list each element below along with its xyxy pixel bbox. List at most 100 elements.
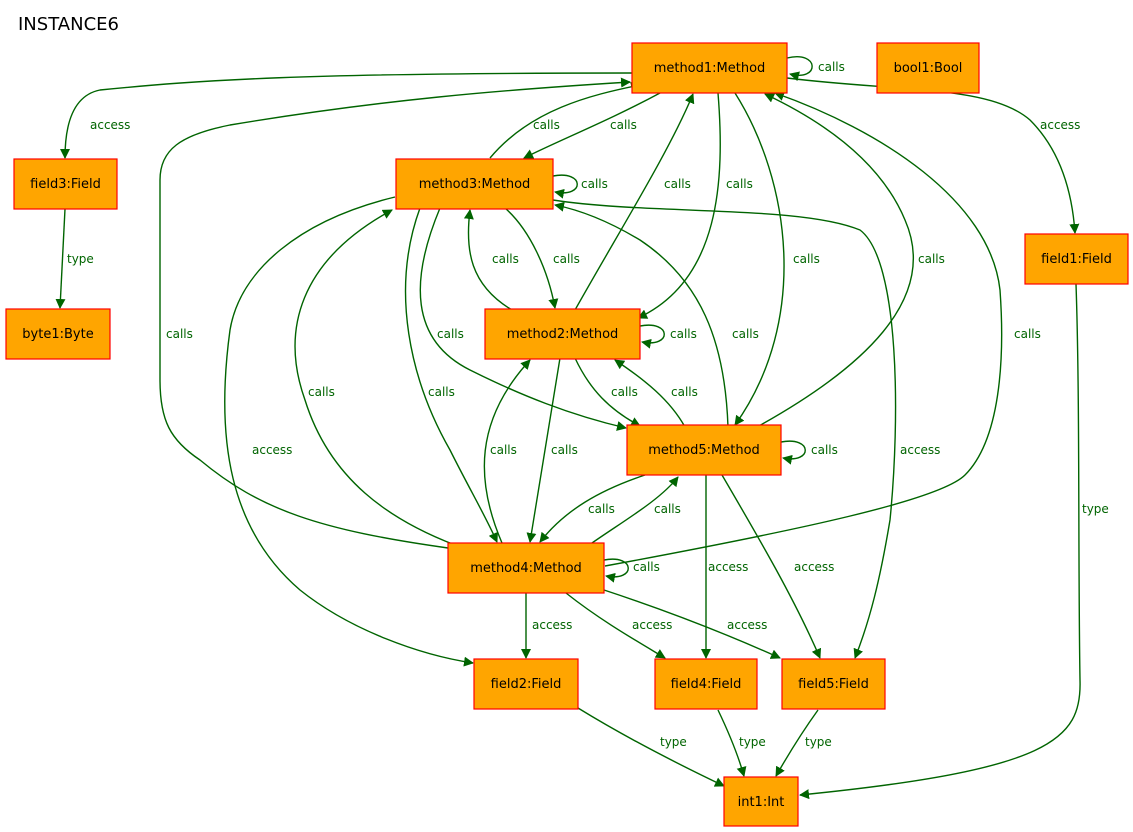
node-int1[interactable]: int1:Int <box>723 776 799 827</box>
node-label: method2:Method <box>507 327 619 342</box>
edge-field5-int1: type <box>775 709 832 777</box>
edge-label: access <box>794 560 834 574</box>
edge-method5-method2: calls <box>614 359 698 428</box>
node-bool1[interactable]: bool1:Bool <box>876 42 980 94</box>
edge-label: calls <box>581 177 608 191</box>
node-label: field1:Field <box>1041 252 1112 267</box>
edges: calls access access calls calls calls ca… <box>55 56 1109 800</box>
edge-method1-field3: access <box>60 72 633 159</box>
edge-label: calls <box>654 502 681 516</box>
edge-method2-method1: calls <box>574 93 695 311</box>
edge-method4-method5: calls <box>591 476 681 544</box>
edge-method1-field1: access <box>786 77 1080 234</box>
edge-method5-method3: calls <box>554 201 759 428</box>
edge-method2-method3: calls <box>463 209 519 311</box>
edge-method2-method5: calls <box>574 357 641 427</box>
edge-label: access <box>727 618 767 632</box>
edge-label: calls <box>1014 327 1041 341</box>
edge-label: access <box>708 560 748 574</box>
edge-label: calls <box>732 327 759 341</box>
edge-method3-method3: calls <box>552 174 608 199</box>
edge-label: type <box>805 735 832 749</box>
node-method4[interactable]: method4:Method <box>447 542 605 594</box>
node-field1[interactable]: field1:Field <box>1024 233 1129 285</box>
edge-method1-method3: calls <box>523 92 661 159</box>
edge-method1-method1: calls <box>786 56 845 82</box>
node-label: int1:Int <box>738 795 785 810</box>
edge-label: access <box>532 618 572 632</box>
edge-method4-method1-left: calls <box>159 77 631 549</box>
node-field5[interactable]: field5:Field <box>781 658 886 710</box>
node-byte1[interactable]: byte1:Byte <box>5 308 111 360</box>
edge-label: access <box>90 118 130 132</box>
node-label: method3:Method <box>419 177 531 192</box>
edge-method4-field4: access <box>565 592 672 659</box>
edge-method4-field2: access <box>521 593 572 659</box>
nodes: method1:Method bool1:Bool field3:Field m… <box>5 42 1129 827</box>
edge-label: calls <box>664 177 691 191</box>
edge-method3-method1: calls <box>489 81 641 159</box>
node-label: bool1:Bool <box>894 61 963 76</box>
edge-label: calls <box>811 443 838 457</box>
node-label: method4:Method <box>470 561 582 576</box>
node-label: field2:Field <box>491 677 562 692</box>
edge-label: calls <box>166 327 193 341</box>
edge-label: calls <box>611 385 638 399</box>
edge-method3-method5: calls <box>419 207 627 431</box>
edge-method5-field5: access <box>721 474 834 659</box>
node-method5[interactable]: method5:Method <box>626 424 782 476</box>
edge-label: access <box>252 443 292 457</box>
edge-label: calls <box>610 118 637 132</box>
edge-method4-method4: calls <box>603 558 660 583</box>
edge-method4-method3: calls <box>294 209 456 546</box>
edge-label: calls <box>308 385 335 399</box>
edge-label: calls <box>633 560 660 574</box>
node-method2[interactable]: method2:Method <box>484 308 641 360</box>
node-label: method1:Method <box>654 61 766 76</box>
edge-method4-method2: calls <box>483 359 531 544</box>
node-label: field3:Field <box>30 177 101 192</box>
edge-label: calls <box>671 385 698 399</box>
edge-label: calls <box>588 502 615 516</box>
edge-method3-field2: access <box>224 196 474 667</box>
edge-label: calls <box>490 443 517 457</box>
edge-method1-method5: calls <box>734 92 820 426</box>
edge-label: calls <box>553 252 580 266</box>
edge-label: access <box>900 443 940 457</box>
node-field4[interactable]: field4:Field <box>654 658 758 710</box>
edge-method3-method2: calls <box>504 207 580 309</box>
edge-label: calls <box>551 443 578 457</box>
edge-method5-method4: calls <box>539 474 646 543</box>
edge-label: calls <box>428 385 455 399</box>
node-label: field5:Field <box>798 677 869 692</box>
node-label: byte1:Byte <box>22 327 93 342</box>
edge-label: type <box>739 735 766 749</box>
edge-method5-method1: calls <box>756 93 945 428</box>
edge-label: access <box>632 618 672 632</box>
edge-label: type <box>67 252 94 266</box>
node-method1[interactable]: method1:Method <box>631 42 788 94</box>
edge-method2-method2: calls <box>639 324 697 349</box>
edge-label: access <box>1040 118 1080 132</box>
node-method3[interactable]: method3:Method <box>395 158 554 210</box>
edge-label: calls <box>726 177 753 191</box>
edge-field3-byte1: type <box>55 208 94 309</box>
edge-label: calls <box>818 60 845 74</box>
edge-label: calls <box>437 327 464 341</box>
node-field2[interactable]: field2:Field <box>473 658 579 710</box>
edge-method4-field5: access <box>603 589 781 659</box>
edge-method3-field5: access <box>552 199 940 659</box>
edge-method2-method4: calls <box>526 357 578 543</box>
edge-label: type <box>1082 502 1109 516</box>
edge-label: calls <box>918 252 945 266</box>
edge-method5-method5: calls <box>780 440 838 465</box>
edge-label: type <box>660 735 687 749</box>
node-label: field4:Field <box>671 677 742 692</box>
edge-label: calls <box>533 118 560 132</box>
node-field3[interactable]: field3:Field <box>13 158 118 210</box>
edge-method1-method2: calls <box>637 92 753 319</box>
edge-label: calls <box>793 252 820 266</box>
edge-field1-int1: type <box>799 283 1109 800</box>
edge-field2-int1: type <box>577 707 725 787</box>
